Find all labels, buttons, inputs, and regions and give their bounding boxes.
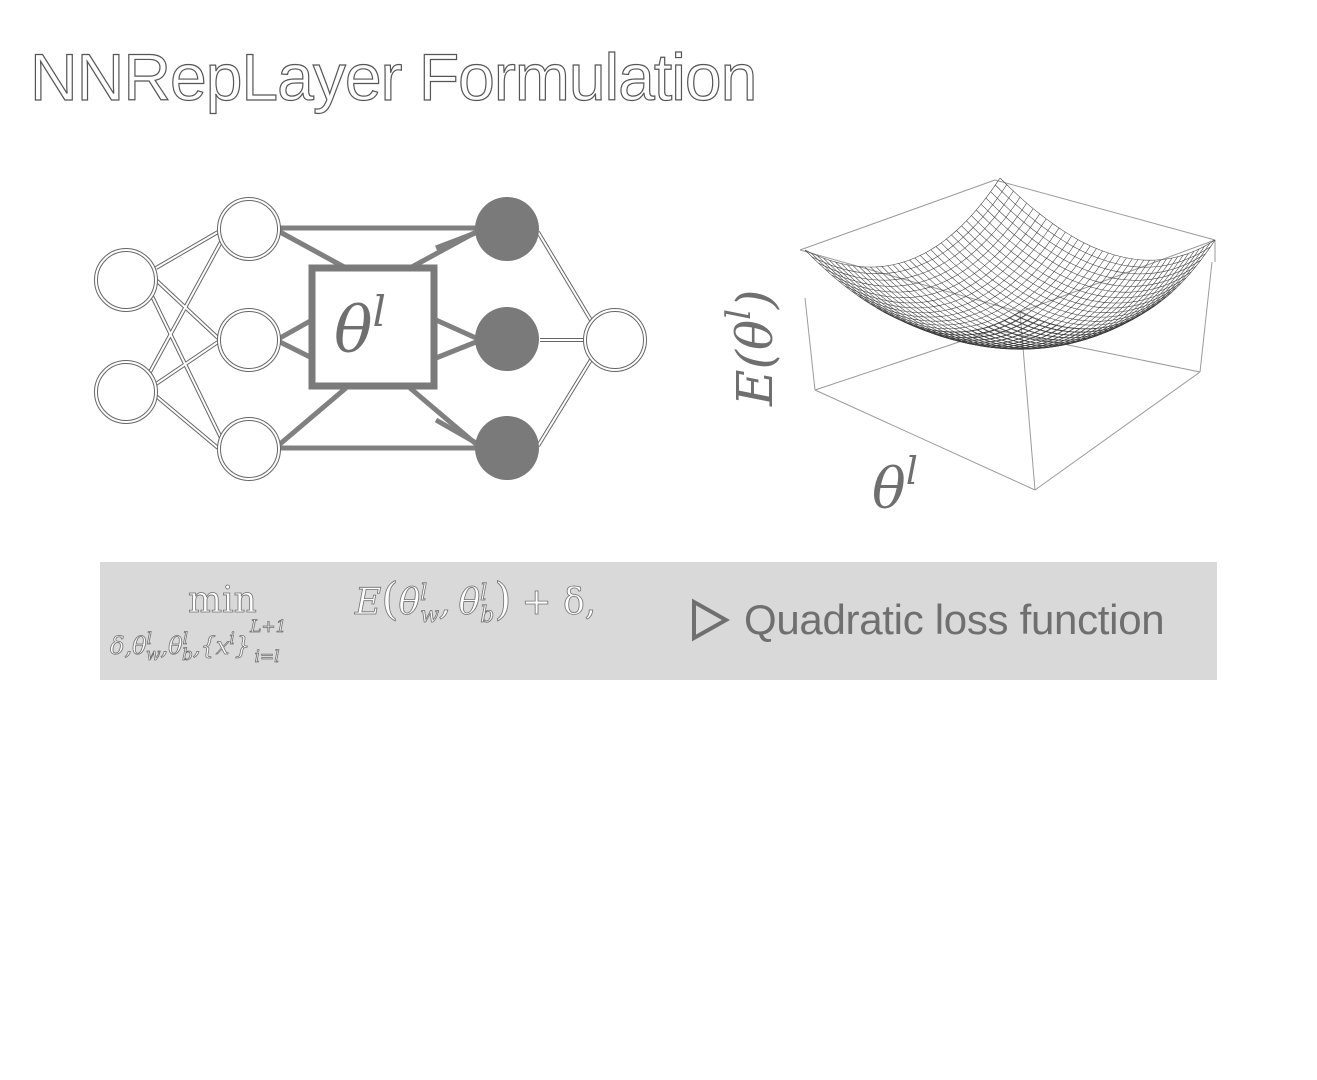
slide-title: NNRepLayer Formulation xyxy=(29,40,758,114)
mesh-line-v xyxy=(966,220,1182,304)
mesh-line-u xyxy=(818,190,1014,281)
mesh-line-v xyxy=(817,255,1033,339)
z-axis-label: E(θl) xyxy=(719,290,784,408)
mesh-line-v xyxy=(995,184,1211,268)
layer-parameter-label: θl xyxy=(334,287,386,368)
output-node xyxy=(583,308,647,372)
network-diagram: θl xyxy=(94,197,647,481)
mesh-line-u xyxy=(931,257,1127,348)
formula-remark: Quadratic loss function xyxy=(690,596,1165,644)
hidden-node xyxy=(217,417,281,481)
mesh-line-v xyxy=(971,215,1187,299)
min-operator: min xyxy=(188,580,257,621)
mesh-line-u xyxy=(831,202,1027,293)
mesh-line-u xyxy=(824,197,1021,287)
mesh-line-u xyxy=(1019,239,1216,330)
mesh-line-u xyxy=(811,184,1007,274)
hollow-right-triangle-icon xyxy=(692,598,730,642)
surface-mesh xyxy=(804,177,1216,350)
mesh-line-u xyxy=(838,208,1034,298)
layer-parameter-box xyxy=(308,264,438,390)
x-axis-label: θl xyxy=(872,449,918,522)
mesh-line-v xyxy=(985,197,1202,281)
mesh-line-v xyxy=(999,177,1216,261)
hidden-node xyxy=(217,308,281,372)
diagram-canvas: θl E(θl) θl xyxy=(94,177,1216,522)
repair-layer-edges xyxy=(278,225,480,451)
mesh-line-u xyxy=(851,218,1047,309)
hidden-node xyxy=(217,197,281,261)
mesh-line-v xyxy=(976,209,1192,293)
repaired-node xyxy=(475,307,539,371)
mesh-line-v xyxy=(980,204,1197,287)
mesh-line-u xyxy=(804,177,1001,268)
repaired-node xyxy=(475,197,539,261)
loss-surface-plot: E(θl) θl xyxy=(719,177,1216,522)
input-node xyxy=(94,248,158,312)
mesh-line-v xyxy=(990,191,1206,275)
remark-text: Quadratic loss function xyxy=(744,596,1165,643)
input-node xyxy=(94,360,158,424)
repaired-node xyxy=(475,416,539,480)
